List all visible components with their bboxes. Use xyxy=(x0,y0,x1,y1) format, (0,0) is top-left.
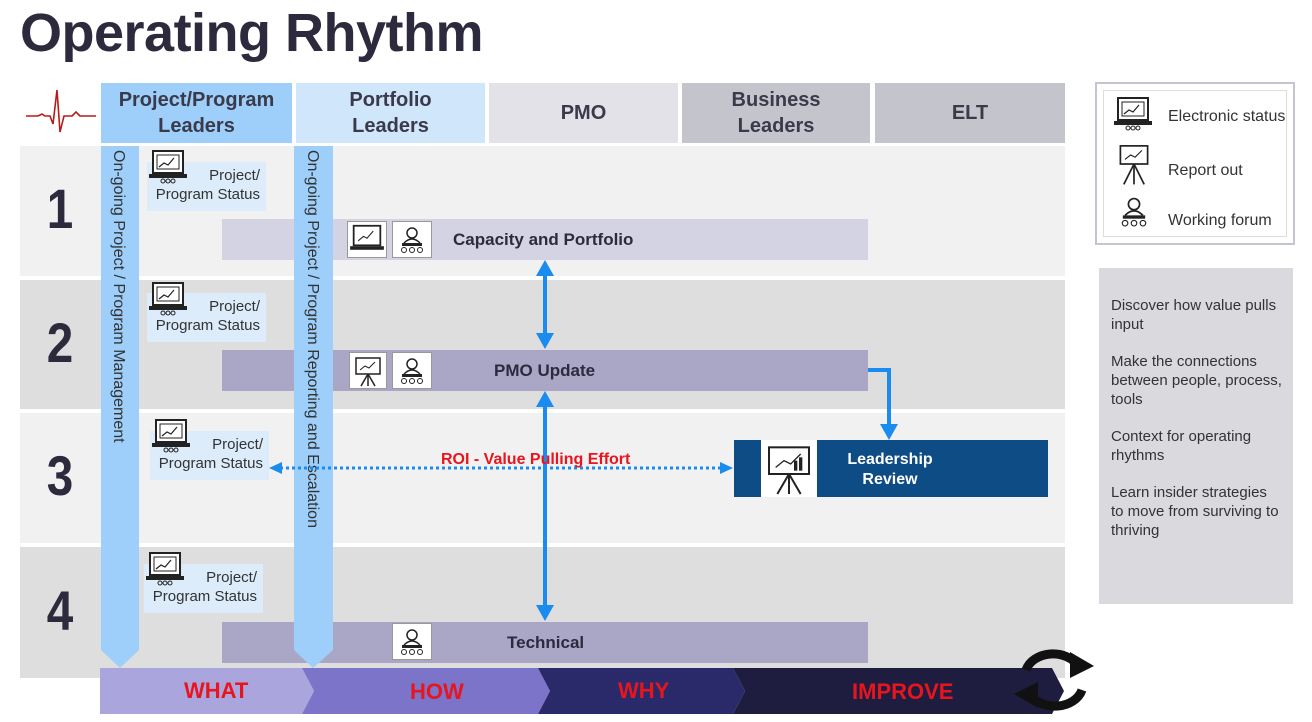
legend-box: Electronic status Report out Working for… xyxy=(1095,82,1295,245)
note-item: Context for operating rhythms xyxy=(1111,428,1252,464)
meeting-people-icon xyxy=(392,352,432,389)
column-header-elt: ELT xyxy=(875,83,1065,143)
meeting-people-icon xyxy=(1115,194,1153,235)
row-number-2: 2 xyxy=(46,311,74,374)
laptop-chart-icon xyxy=(347,221,387,258)
meeting-label-pmo-update: PMO Update xyxy=(494,360,596,380)
stage-improve: IMPROVE xyxy=(852,679,954,704)
laptop-chart-icon xyxy=(148,281,188,322)
vertical-label-project-management: On-going Project / Program Management xyxy=(110,150,127,443)
row-number-4: 4 xyxy=(46,579,74,642)
vertical-label-portfolio-reporting: On-going Project / Program Reporting and… xyxy=(304,150,321,528)
heartbeat-icon xyxy=(24,86,98,140)
page-title: Operating Rhythm xyxy=(20,3,484,63)
presentation-easel-icon xyxy=(349,352,387,389)
laptop-chart-icon xyxy=(1113,96,1153,137)
status-box-row3: Project/Program Status xyxy=(150,431,269,480)
legend-label-report-out: Report out xyxy=(1168,162,1243,179)
presentation-easel-icon xyxy=(1117,142,1151,191)
laptop-chart-icon xyxy=(148,149,188,190)
meeting-people-icon xyxy=(392,221,432,258)
note-item: Learn insider strategies to move from su… xyxy=(1111,484,1279,539)
presentation-easel-icon xyxy=(761,440,817,497)
stage-why: WHY xyxy=(618,678,670,703)
notes-panel: Discover how value pulls input Make the … xyxy=(1099,268,1293,604)
meeting-label-capacity: Capacity and Portfolio xyxy=(453,229,634,249)
stage-how: HOW xyxy=(410,679,464,704)
row-number-3: 3 xyxy=(46,444,74,507)
legend-label-electronic-status: Electronic status xyxy=(1168,108,1286,125)
note-item: Make the connections between people, pro… xyxy=(1111,353,1282,408)
stage-what: WHAT xyxy=(184,678,249,703)
laptop-chart-icon xyxy=(151,418,191,459)
row-number-1: 1 xyxy=(46,177,74,240)
meeting-people-icon xyxy=(392,623,432,660)
cycle-arrows-icon xyxy=(1012,640,1096,722)
legend-label-working-forum: Working forum xyxy=(1168,212,1272,229)
meeting-label-technical: Technical xyxy=(507,632,585,652)
column-header-pmo: PMO xyxy=(489,83,678,143)
note-item: Discover how value pulls input xyxy=(1111,297,1277,333)
laptop-chart-icon xyxy=(145,551,185,592)
roi-label: ROI - Value Pulling Effort xyxy=(441,451,631,468)
